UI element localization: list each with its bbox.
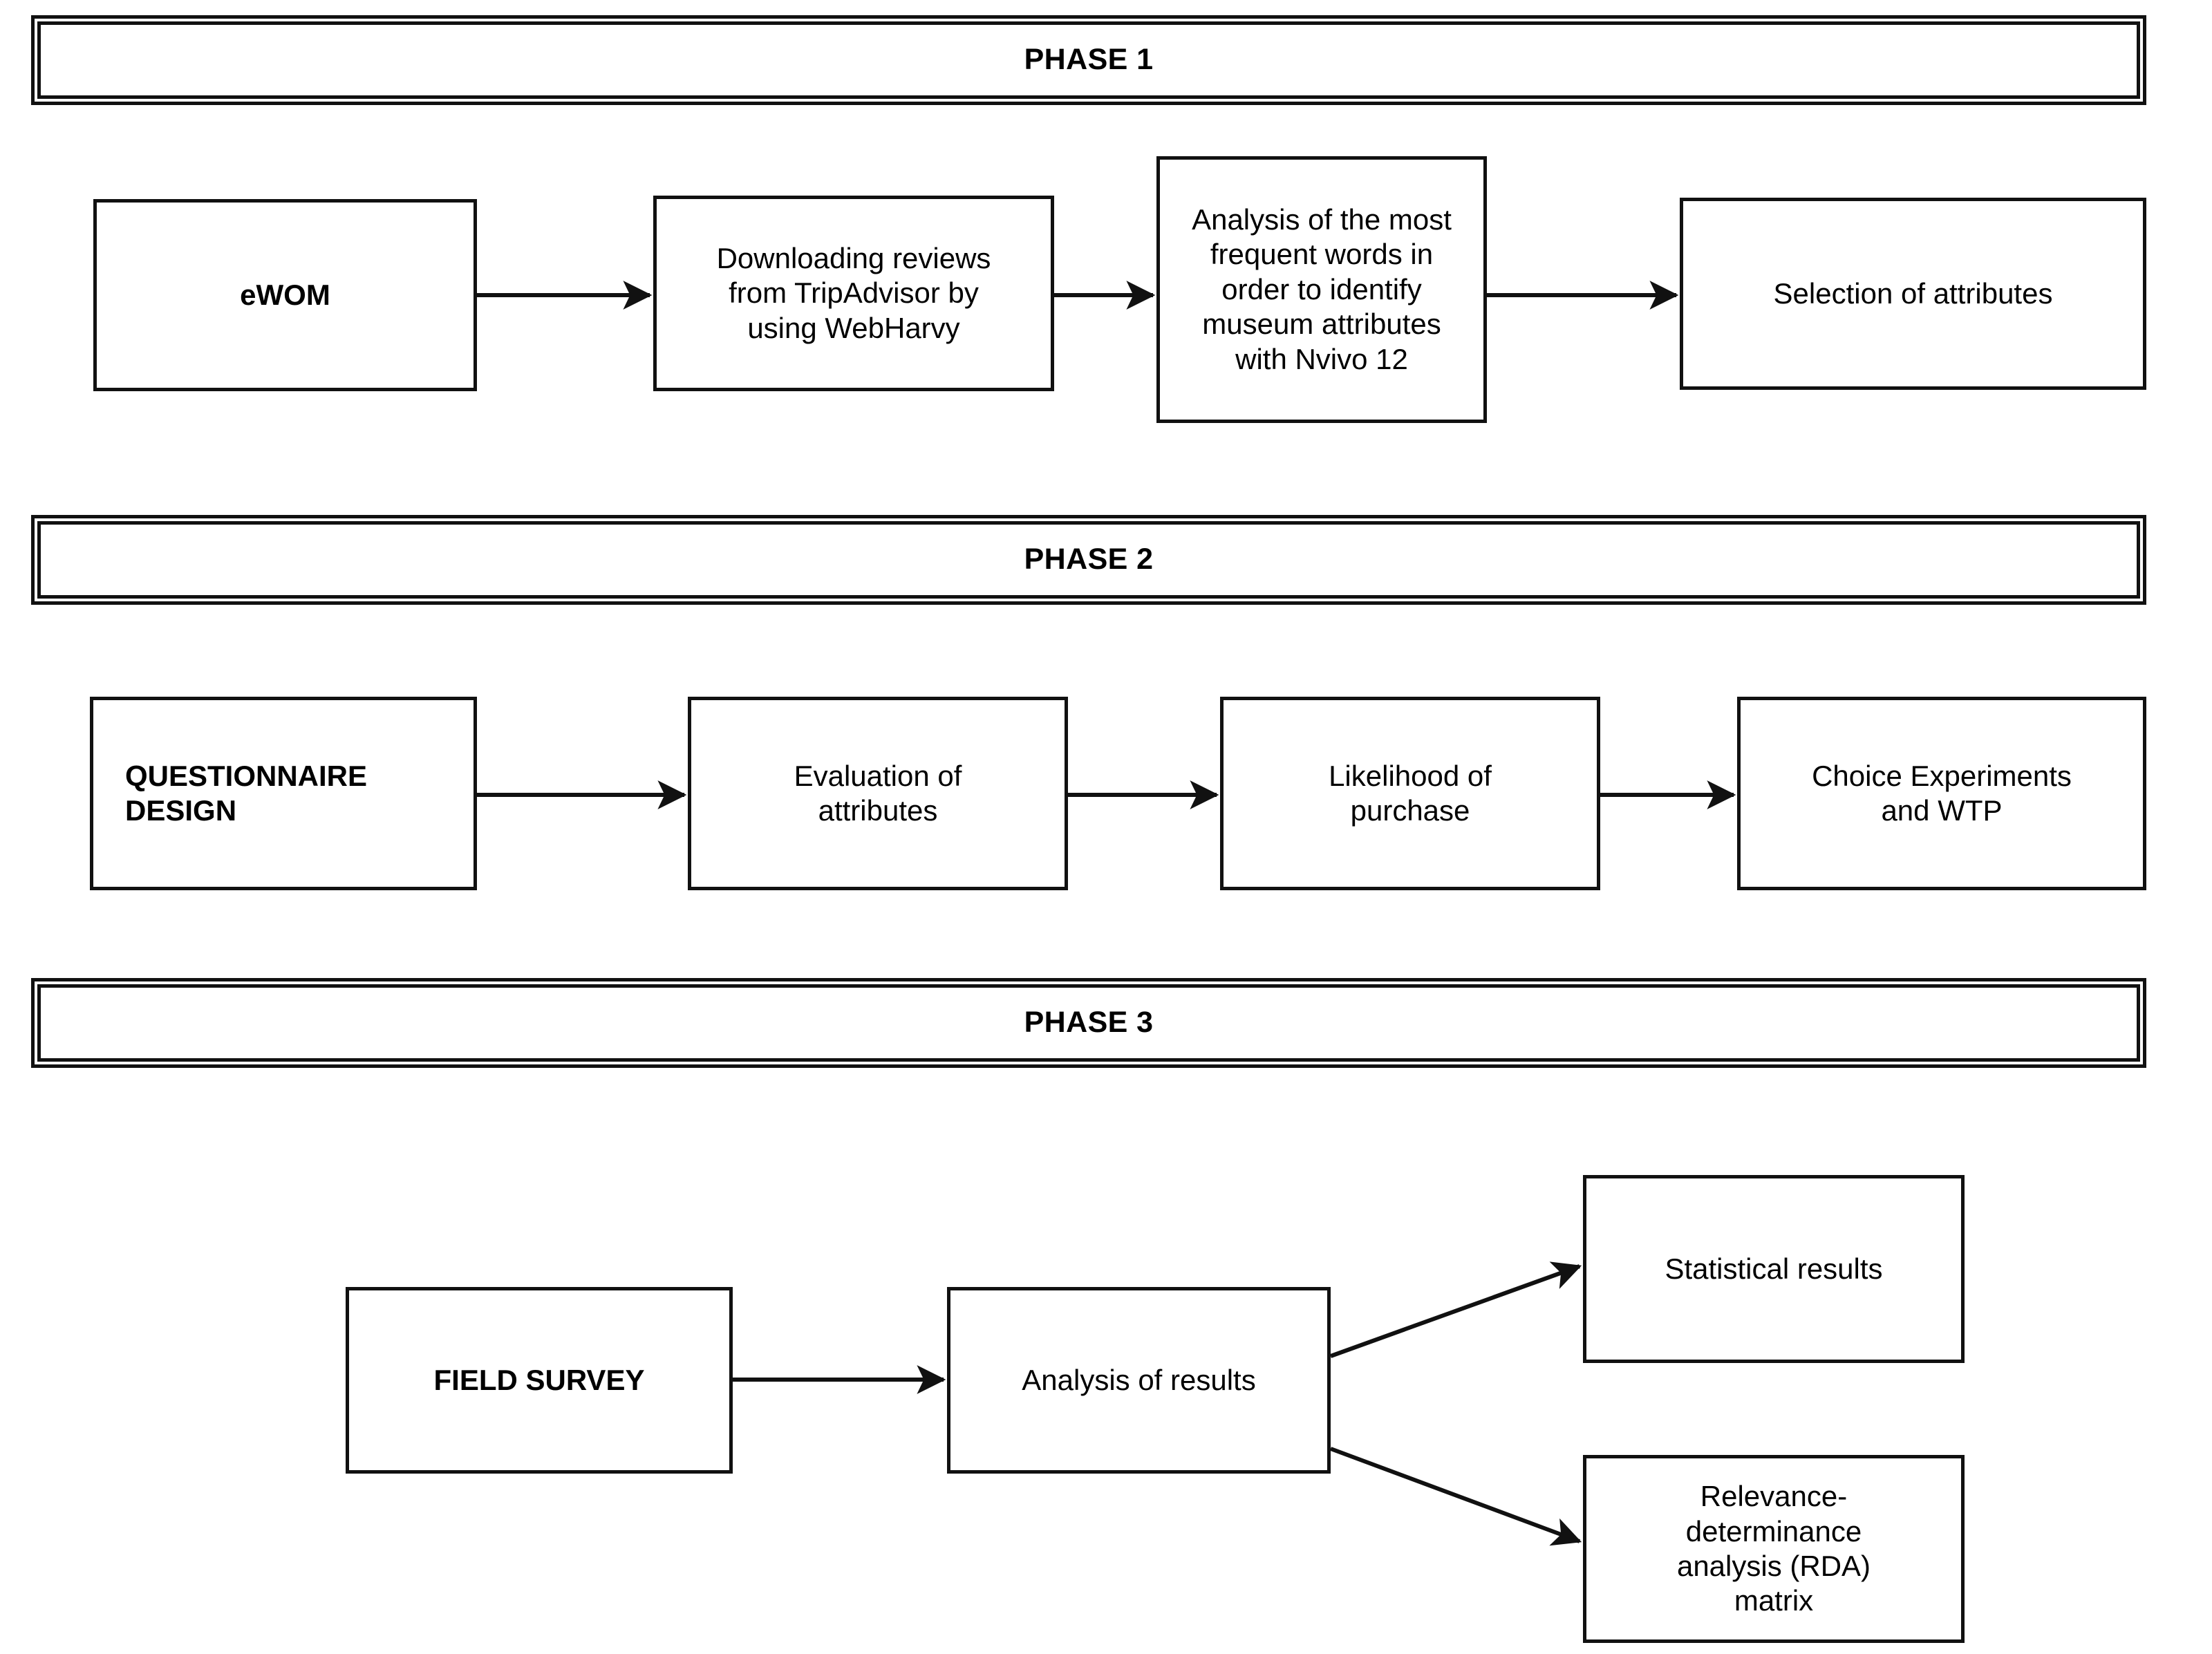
phase-banner-1-inner: PHASE 1: [37, 21, 2140, 99]
node-analysis-of-results-label: Analysis of results: [1022, 1363, 1256, 1396]
node-field-survey-label: FIELD SURVEY: [433, 1363, 645, 1396]
node-choice-experiments[interactable]: Choice Experiments and WTP: [1737, 697, 2146, 890]
node-ewom-label: eWOM: [240, 278, 330, 311]
node-evaluation-of-attributes-label: Evaluation of attributes: [794, 759, 962, 827]
phase-banner-3: PHASE 3: [31, 978, 2146, 1068]
phase-2-label: PHASE 2: [1024, 543, 1154, 576]
connector-analysis-results-to-statistical: [1329, 1261, 1582, 1358]
node-ewom[interactable]: eWOM: [93, 199, 477, 391]
connector-analysis-results-to-rda: [1329, 1447, 1582, 1546]
node-rda-matrix-label: Relevance- determinance analysis (RDA) m…: [1676, 1480, 1871, 1617]
node-downloading-reviews-label: Downloading reviews from TripAdvisor by …: [716, 241, 991, 344]
phase-banner-2: PHASE 2: [31, 515, 2146, 605]
phase-banner-2-inner: PHASE 2: [37, 521, 2140, 599]
phase-3-label: PHASE 3: [1024, 1006, 1154, 1040]
phase-banner-1: PHASE 1: [31, 15, 2146, 105]
node-analysis-of-words-label: Analysis of the most frequent words in o…: [1192, 203, 1452, 375]
node-likelihood-of-purchase[interactable]: Likelihood of purchase: [1220, 697, 1600, 890]
node-selection-of-attributes-label: Selection of attributes: [1773, 276, 2053, 310]
node-evaluation-of-attributes[interactable]: Evaluation of attributes: [688, 697, 1068, 890]
node-choice-experiments-label: Choice Experiments and WTP: [1812, 759, 2072, 827]
node-downloading-reviews[interactable]: Downloading reviews from TripAdvisor by …: [653, 196, 1054, 391]
phase-1-label: PHASE 1: [1024, 43, 1154, 77]
node-rda-matrix[interactable]: Relevance- determinance analysis (RDA) m…: [1583, 1455, 1965, 1643]
node-questionnaire-design[interactable]: QUESTIONNAIRE DESIGN: [90, 697, 477, 890]
node-analysis-of-words[interactable]: Analysis of the most frequent words in o…: [1156, 156, 1487, 423]
node-field-survey[interactable]: FIELD SURVEY: [346, 1287, 733, 1474]
node-questionnaire-design-label: QUESTIONNAIRE DESIGN: [125, 759, 368, 827]
node-statistical-results[interactable]: Statistical results: [1583, 1175, 1965, 1363]
node-selection-of-attributes[interactable]: Selection of attributes: [1680, 198, 2146, 390]
node-analysis-of-results[interactable]: Analysis of results: [947, 1287, 1331, 1474]
node-statistical-results-label: Statistical results: [1665, 1252, 1883, 1285]
node-likelihood-of-purchase-label: Likelihood of purchase: [1329, 759, 1492, 827]
phase-banner-3-inner: PHASE 3: [37, 984, 2140, 1062]
